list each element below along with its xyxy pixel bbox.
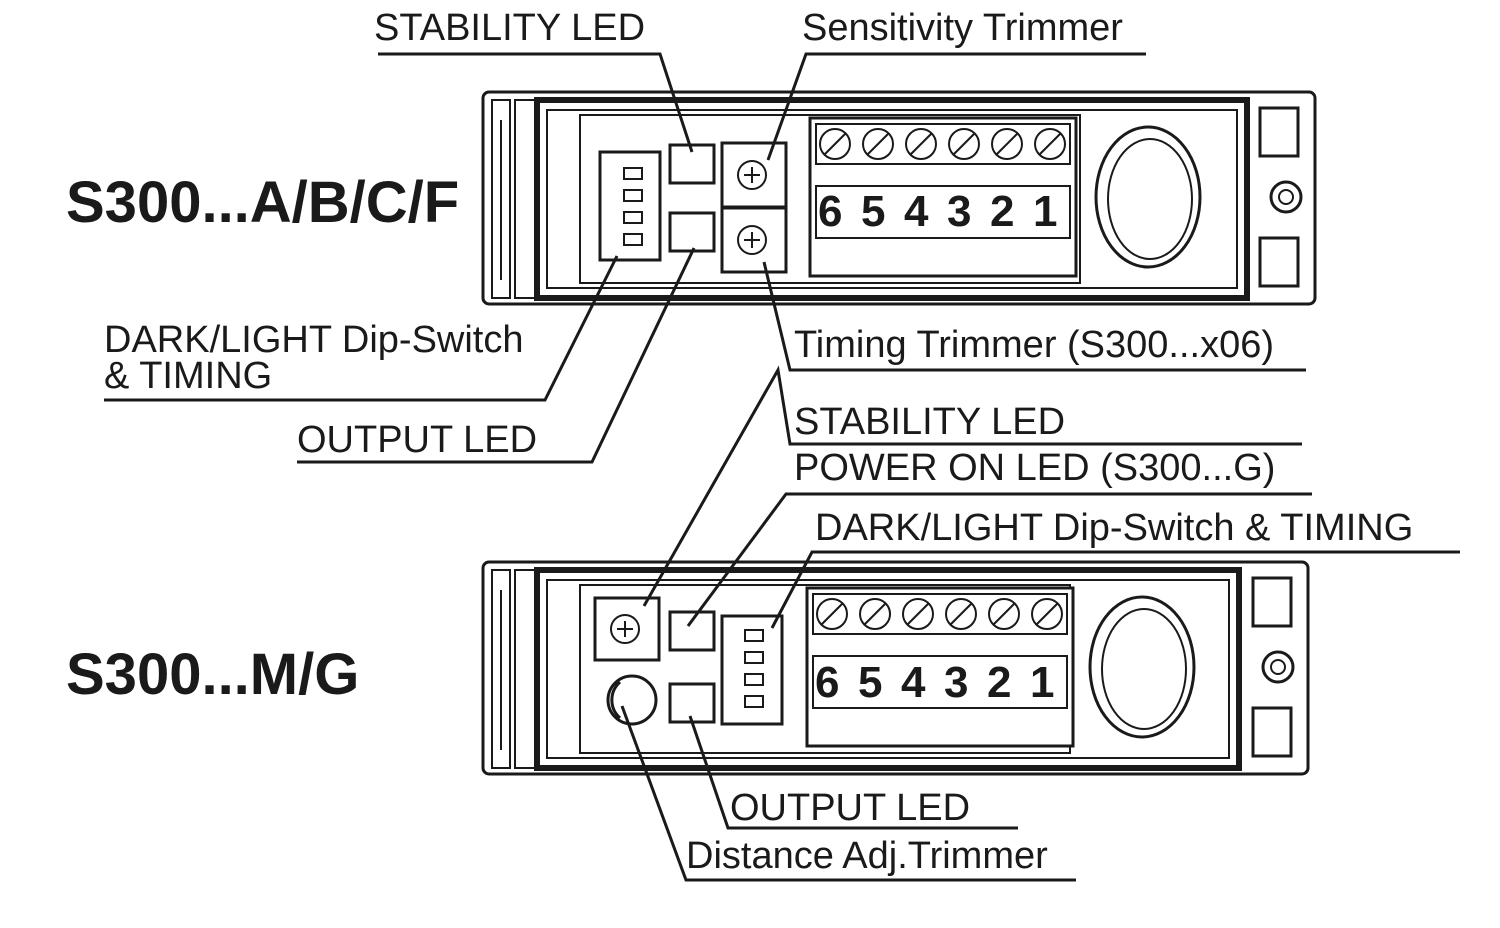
model-label-top: S300...A/B/C/F (66, 170, 459, 235)
terminal-screw-slot (907, 603, 929, 625)
stability-led-bottom-mark (668, 610, 716, 652)
terminal-screw-icon (948, 128, 980, 160)
terminal-screw-icon (988, 598, 1020, 630)
svg-text:DARK/LIGHT Dip-Switch: DARK/LIGHT Dip-Switch (104, 319, 524, 361)
svg-text:Distance Adj.Trimmer: Distance Adj.Trimmer (686, 835, 1048, 877)
terminal-label: 1 (1030, 658, 1054, 707)
terminal-screw-icon (902, 598, 934, 630)
svg-text:OUTPUT LED: OUTPUT LED (730, 787, 970, 829)
callout-distance-trimmer: Distance Adj.Trimmer (620, 705, 1076, 882)
svg-text:STABILITY LED: STABILITY LED (794, 401, 1065, 443)
distance-trimmer-mark (606, 674, 658, 726)
callout-dip-switch-top: DARK/LIGHT Dip-Switch & TIMING (104, 255, 619, 402)
callout-sensitivity-trimmer: Sensitivity Trimmer (766, 7, 1146, 161)
callout-timing-trimmer: Timing Trimmer (S300...x06) (762, 261, 1306, 372)
terminal-screw-icon (862, 128, 894, 160)
dip-switch-top (598, 150, 662, 262)
svg-text:STABILITY LED: STABILITY LED (374, 7, 645, 49)
terminal-label: 3 (944, 658, 968, 707)
svg-text:Timing Trimmer (S300...x06): Timing Trimmer (S300...x06) (794, 324, 1274, 366)
terminal-screw-icon (1034, 128, 1066, 160)
timing-trimmer-mark (720, 206, 788, 274)
terminal-screw-slot (993, 603, 1015, 625)
callout-output-led-top: OUTPUT LED (297, 247, 696, 464)
terminal-label: 1 (1033, 187, 1057, 236)
svg-text:POWER ON LED (S300...G): POWER ON LED (S300...G) (794, 447, 1275, 489)
terminal-screw-slot (821, 603, 843, 625)
terminal-screw-slot (864, 603, 886, 625)
terminal-label: 4 (901, 658, 926, 707)
svg-text:OUTPUT LED: OUTPUT LED (297, 419, 537, 461)
callout-dip-switch-bottom: DARK/LIGHT Dip-Switch & TIMING (770, 507, 1460, 629)
model-label-bottom: S300...M/G (66, 642, 359, 707)
terminal-label: 4 (904, 187, 929, 236)
terminal-screw-slot (953, 133, 975, 155)
terminal-label: 5 (861, 187, 885, 236)
terminal-screw-icon (905, 128, 937, 160)
lens-top (1094, 125, 1202, 269)
svg-text:Sensitivity Trimmer: Sensitivity Trimmer (802, 7, 1123, 49)
terminal-label: 2 (987, 658, 1011, 707)
callout-stability-led-top: STABILITY LED (374, 7, 694, 153)
dip-switch-bottom (720, 614, 784, 726)
callout-stability-led-bottom: STABILITY LED (642, 365, 1302, 607)
device-bottom: 6 5 4 3 2 1 (481, 560, 1310, 776)
terminal-label: 6 (818, 187, 842, 236)
terminal-label: 5 (858, 658, 882, 707)
terminal-screw-icon (945, 598, 977, 630)
terminal-screw-slot (1036, 603, 1058, 625)
output-led-top-mark (668, 211, 716, 253)
output-led-bottom-mark (668, 682, 716, 724)
terminal-screw-slot (910, 133, 932, 155)
terminal-label: 2 (990, 187, 1014, 236)
terminal-screw-slot (867, 133, 889, 155)
terminal-screw-icon (1031, 598, 1063, 630)
terminal-label: 6 (815, 658, 839, 707)
callout-output-led-bottom: OUTPUT LED (688, 715, 1018, 830)
terminal-block-bottom: 6 5 4 3 2 1 (805, 586, 1075, 748)
terminal-screw-slot (1039, 133, 1061, 155)
terminal-label: 3 (947, 187, 971, 236)
terminal-block-top: 6 5 4 3 2 1 (808, 116, 1078, 278)
terminal-screw-slot (824, 133, 846, 155)
svg-text:DARK/LIGHT Dip-Switch & TIMING: DARK/LIGHT Dip-Switch & TIMING (815, 507, 1413, 549)
terminal-screw-icon (859, 598, 891, 630)
terminal-screw-slot (950, 603, 972, 625)
callout-power-on-led: POWER ON LED (S300...G) (686, 447, 1312, 627)
lens-bottom (1088, 595, 1196, 739)
terminal-screw-icon (991, 128, 1023, 160)
svg-text:& TIMING: & TIMING (104, 355, 272, 397)
terminal-screw-slot (996, 133, 1018, 155)
sensitivity-trimmer-mark (720, 141, 788, 209)
terminal-screw-icon (819, 128, 851, 160)
trimmer-bottom-mark (593, 596, 661, 662)
terminal-screw-icon (816, 598, 848, 630)
